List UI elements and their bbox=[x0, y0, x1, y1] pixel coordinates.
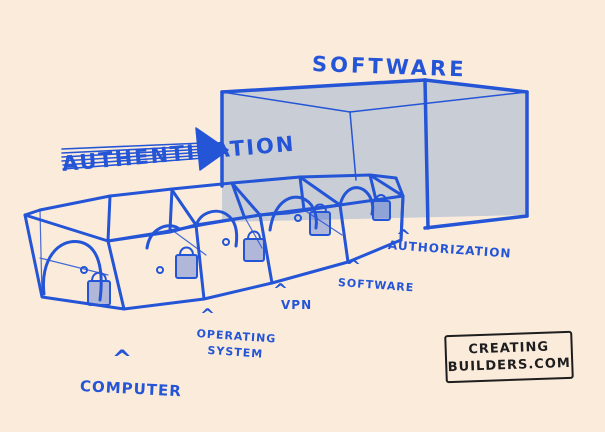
caret-vpn-icon: ^ bbox=[273, 280, 289, 301]
authentication-arrow bbox=[61, 127, 229, 171]
caret-os-icon: ^ bbox=[200, 305, 216, 326]
lock-vpn-icon bbox=[243, 230, 265, 262]
padlocks bbox=[80, 194, 391, 306]
vpn-label: VPN bbox=[281, 298, 313, 312]
caret-software-icon: ^ bbox=[346, 256, 362, 277]
operating-system-label: OPERATING SYSTEM bbox=[195, 326, 277, 363]
software-box bbox=[220, 78, 529, 230]
logo-line2: BUILDERS.COM bbox=[447, 355, 572, 376]
lock-computer-icon bbox=[87, 271, 111, 306]
creating-builders-logo: CREATING BUILDERS.COM bbox=[444, 330, 574, 384]
caret-authorization-icon: ^ bbox=[396, 226, 412, 247]
lock-os-icon bbox=[175, 246, 198, 279]
lock-authorization-icon bbox=[372, 194, 391, 221]
lock-software-icon bbox=[309, 203, 331, 236]
caret-computer-icon: ^ bbox=[112, 345, 133, 373]
